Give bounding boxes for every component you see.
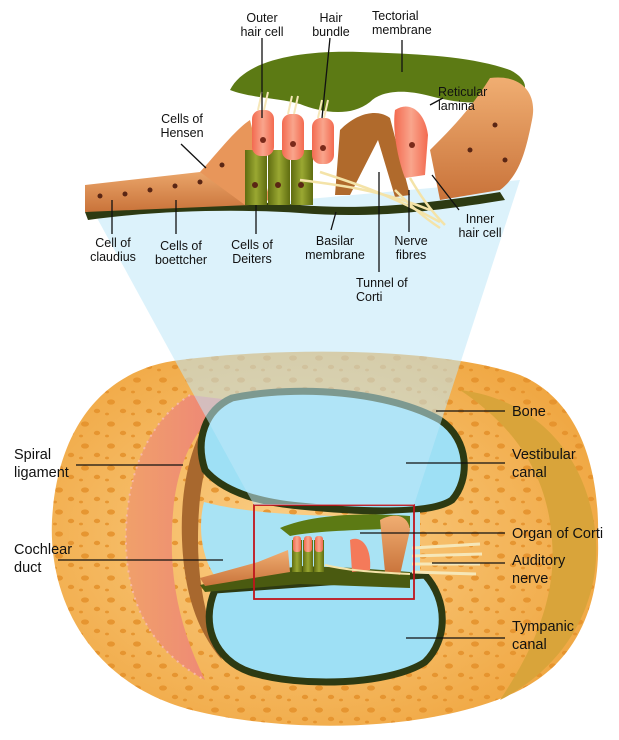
label-tunnel-of-corti: Tunnel of Corti (356, 276, 408, 304)
label-tectorial-membrane: Tectorial membrane (372, 9, 432, 37)
label-cells-of-boettcher: Cells of boettcher (148, 239, 214, 267)
label-organ-of-corti: Organ of Corti (512, 525, 603, 543)
label-spiral-ligament: Spiral ligament (14, 446, 69, 482)
label-vestibular-canal: Vestibular canal (512, 446, 576, 482)
label-bone: Bone (512, 403, 546, 421)
label-reticular-lamina: Reticular lamina (438, 85, 487, 113)
label-tympanic-canal: Tympanic canal (512, 618, 574, 654)
label-inner-hair-cell: Inner hair cell (450, 212, 510, 240)
label-cells-of-deiters: Cells of Deiters (224, 238, 280, 266)
label-cochlear-duct: Cochlear duct (14, 541, 72, 577)
label-cells-of-hensen: Cells of Hensen (150, 112, 214, 140)
tympanic-canal-shape (209, 575, 442, 682)
label-basilar-membrane: Basilar membrane (300, 234, 370, 262)
label-outer-hair-cell: Outer hair cell (232, 11, 292, 39)
label-auditory-nerve: Auditory nerve (512, 552, 565, 588)
label-hair-bundle: Hair bundle (306, 11, 356, 39)
label-cell-of-claudius: Cell of claudius (84, 236, 142, 264)
label-nerve-fibres: Nerve fibres (387, 234, 435, 262)
